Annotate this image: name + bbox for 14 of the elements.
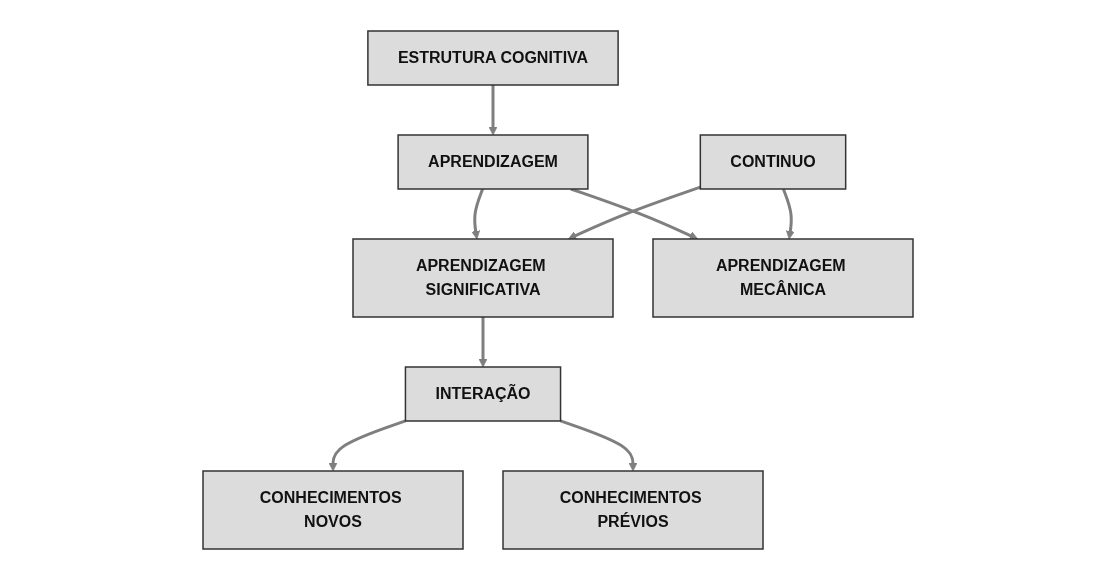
arrow — [782, 187, 795, 239]
arrow — [488, 84, 498, 135]
node-box: APRENDIZAGEM MECÂNICA — [652, 237, 914, 318]
node-box: CONHECIMENTOS PRÉVIOS — [502, 469, 764, 550]
node-box: APRENDIZAGEM — [397, 133, 589, 190]
arrow — [560, 418, 638, 471]
node-box: INTERAÇÃO — [404, 365, 562, 422]
arrow — [328, 418, 406, 471]
arrow — [478, 316, 488, 367]
node-box: CONTINUO — [699, 133, 847, 190]
node-box: CONHECIMENTOS NOVOS — [202, 469, 464, 550]
node-box: ESTRUTURA COGNITIVA — [367, 29, 619, 86]
node-box: APRENDIZAGEM SIGNIFICATIVA — [352, 237, 614, 318]
arrow — [471, 187, 484, 239]
